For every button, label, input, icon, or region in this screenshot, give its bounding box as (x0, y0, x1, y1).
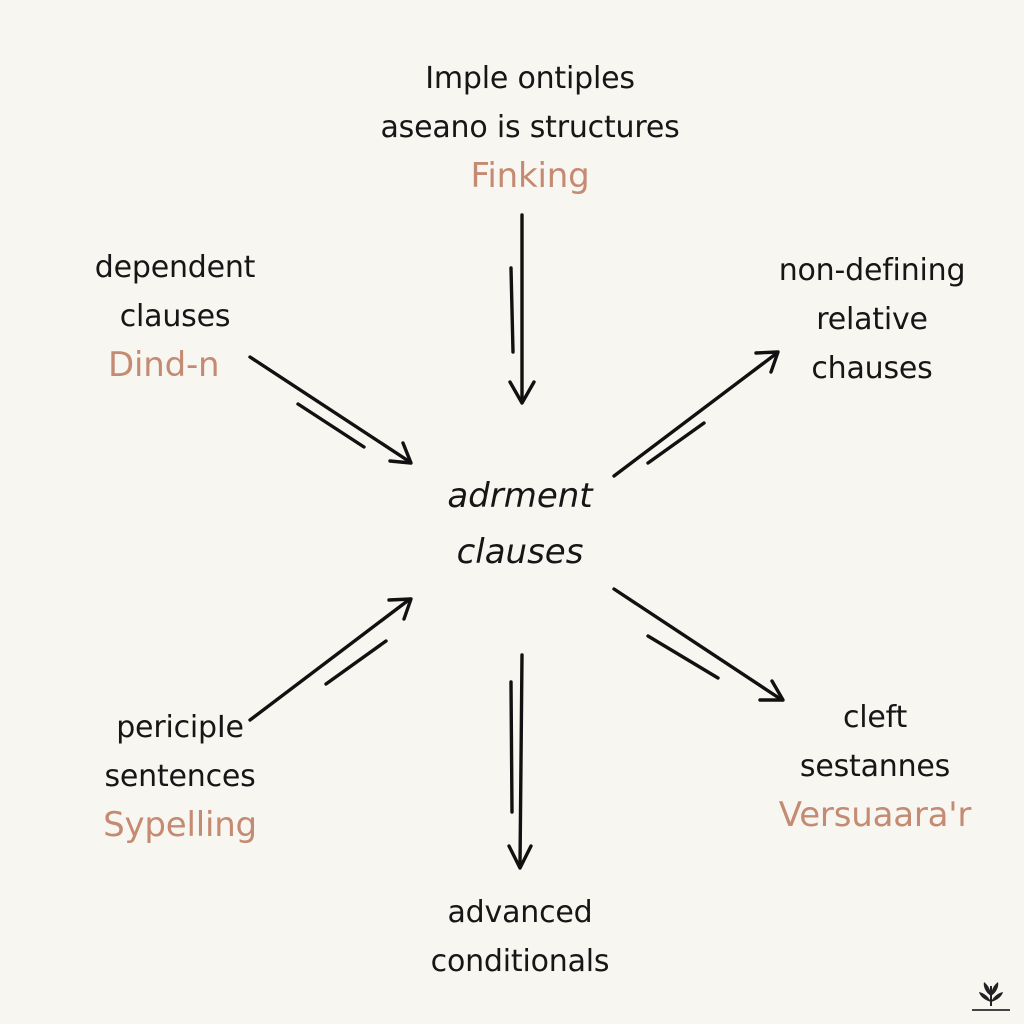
plant-logo-icon (972, 982, 1010, 1011)
arrow-top-left (248, 355, 413, 465)
node-top-right-line-3: chauses (811, 351, 933, 386)
node-top-left-accent: Dind-n (108, 345, 220, 385)
node-top-line-2: aseano is structures (380, 110, 680, 145)
center-node: adrment clauses (380, 468, 660, 580)
node-top-accent: Finking (470, 156, 590, 196)
node-bottom-left-accent: Sypelling (103, 805, 257, 845)
node-bottom-line-1: advanced (447, 895, 593, 930)
node-bottom-right-line-2: sestannes (799, 749, 951, 784)
node-bottom-line-2: conditionals (430, 944, 610, 979)
arrow-top (508, 213, 536, 405)
arrow-bottom (507, 653, 533, 870)
center-line-2: clauses (456, 532, 584, 572)
node-top-left: dependent clauses Dind-n (60, 243, 290, 390)
node-bottom-left: pericipIe sentences Sypelling (60, 703, 300, 850)
node-top-right-line-1: non-defining (778, 253, 966, 288)
node-top-right-line-2: relative (816, 302, 928, 337)
node-bottom: advanced conditionals (380, 888, 660, 986)
node-top-line-1: Imple ontiples (425, 61, 635, 96)
node-bottom-right: cleft sestannes Versuaara'r (755, 693, 995, 840)
arrow-top-right (612, 350, 780, 478)
node-bottom-right-accent: Versuaara'r (778, 795, 972, 835)
center-line-1: adrment (447, 476, 593, 516)
arrow-bottom-left (248, 597, 413, 722)
node-top-left-line-2: clauses (119, 299, 231, 334)
node-bottom-left-line-1: pericipIe (116, 710, 244, 745)
node-top-right: non-defining relative chauses (752, 246, 992, 393)
arrow-bottom-right (612, 587, 785, 702)
node-top-left-line-1: dependent (94, 250, 256, 285)
node-bottom-right-line-1: cleft (842, 700, 908, 735)
node-bottom-left-line-2: sentences (104, 759, 256, 794)
node-top: Imple ontiples aseano is structures Fink… (330, 54, 730, 201)
